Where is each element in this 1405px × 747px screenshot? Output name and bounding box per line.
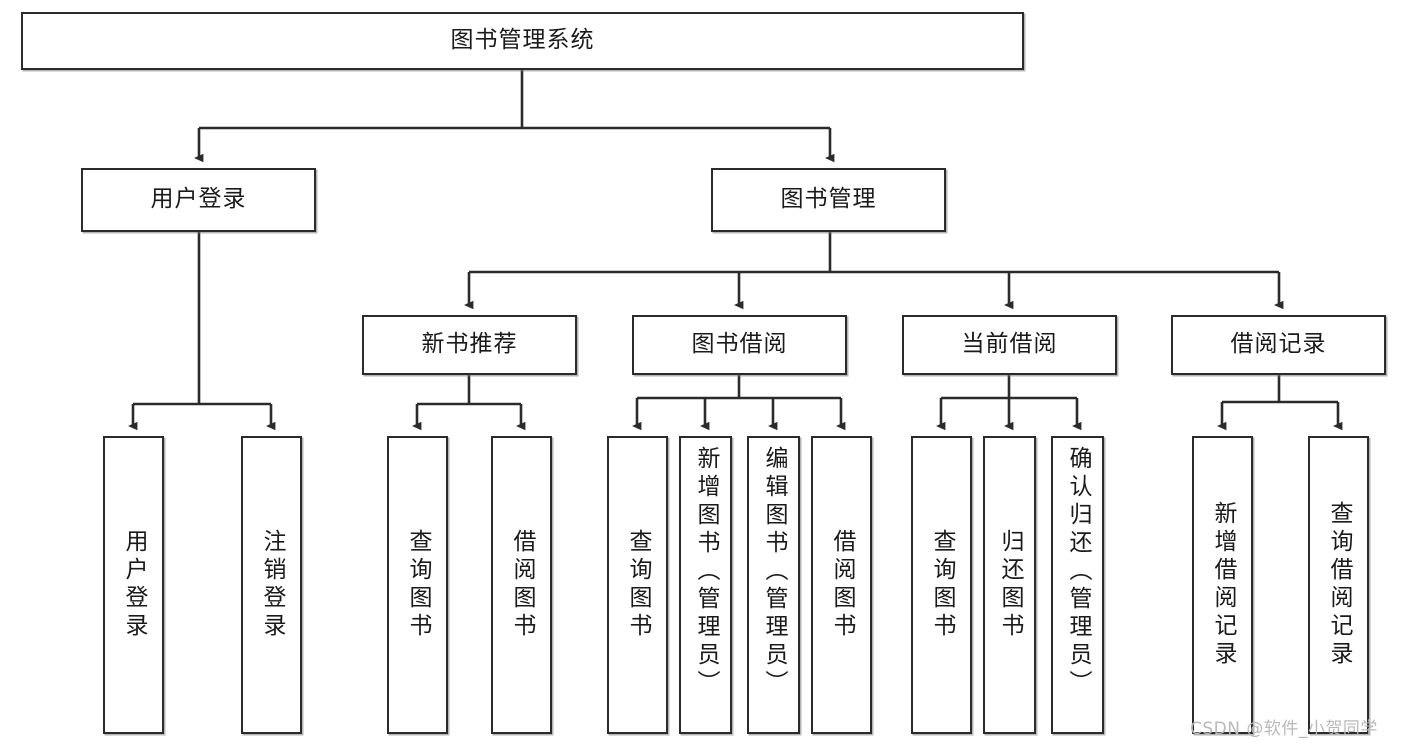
node-label: 当前借阅 [961, 331, 1058, 358]
node-label: 新书推荐 [421, 331, 518, 358]
leaf-query-borrow-record[interactable]: 查询借阅记录 [1308, 436, 1369, 734]
node-book-management[interactable]: 图书管理 [711, 168, 946, 232]
node-label: 归还图书 [997, 529, 1023, 641]
watermark-text: CSDN @软件_小贺同学 [1190, 719, 1378, 739]
leaf-query-book-current[interactable]: 查询图书 [911, 436, 972, 734]
node-label: 查询图书 [929, 529, 955, 641]
node-label: 图书借阅 [691, 331, 788, 358]
leaf-return-book[interactable]: 归还图书 [983, 436, 1036, 734]
leaf-edit-book-admin[interactable]: 编辑图书（管理员） [747, 436, 800, 734]
leaf-query-book-recommend[interactable]: 查询图书 [387, 436, 448, 734]
node-label: 借阅记录 [1230, 331, 1327, 358]
leaf-borrow-book[interactable]: 借阅图书 [811, 436, 872, 734]
node-label: 新增借阅记录 [1210, 501, 1236, 669]
leaf-confirm-return-admin[interactable]: 确认归还（管理员） [1051, 436, 1104, 734]
node-label: 查询图书 [625, 529, 651, 641]
node-user-login[interactable]: 用户登录 [81, 168, 316, 232]
node-label: 确认归还（管理员） [1065, 446, 1091, 698]
node-label: 编辑图书（管理员） [761, 446, 787, 698]
node-label: 图书管理 [780, 186, 877, 213]
leaf-add-borrow-record[interactable]: 新增借阅记录 [1192, 436, 1253, 734]
node-new-book-recommend[interactable]: 新书推荐 [362, 315, 577, 375]
node-book-borrow[interactable]: 图书借阅 [632, 315, 847, 375]
node-label: 用户登录 [150, 186, 247, 213]
node-label: 查询图书 [405, 529, 431, 641]
node-label: 图书管理系统 [450, 27, 595, 54]
node-label: 借阅图书 [509, 529, 535, 641]
leaf-borrow-book-recommend[interactable]: 借阅图书 [491, 436, 552, 734]
leaf-query-book-borrow[interactable]: 查询图书 [607, 436, 668, 734]
node-borrow-record[interactable]: 借阅记录 [1171, 315, 1386, 375]
leaf-add-book-admin[interactable]: 新增图书（管理员） [679, 436, 732, 734]
node-label: 借阅图书 [829, 529, 855, 641]
node-label: 查询借阅记录 [1326, 501, 1352, 669]
leaf-logout-login[interactable]: 注销登录 [241, 436, 302, 734]
leaf-user-login[interactable]: 用户登录 [103, 436, 164, 734]
node-root-system[interactable]: 图书管理系统 [21, 12, 1024, 70]
node-label: 用户登录 [121, 529, 147, 641]
node-current-borrow[interactable]: 当前借阅 [902, 315, 1117, 375]
node-label: 新增图书（管理员） [693, 446, 719, 698]
node-label: 注销登录 [259, 529, 285, 641]
